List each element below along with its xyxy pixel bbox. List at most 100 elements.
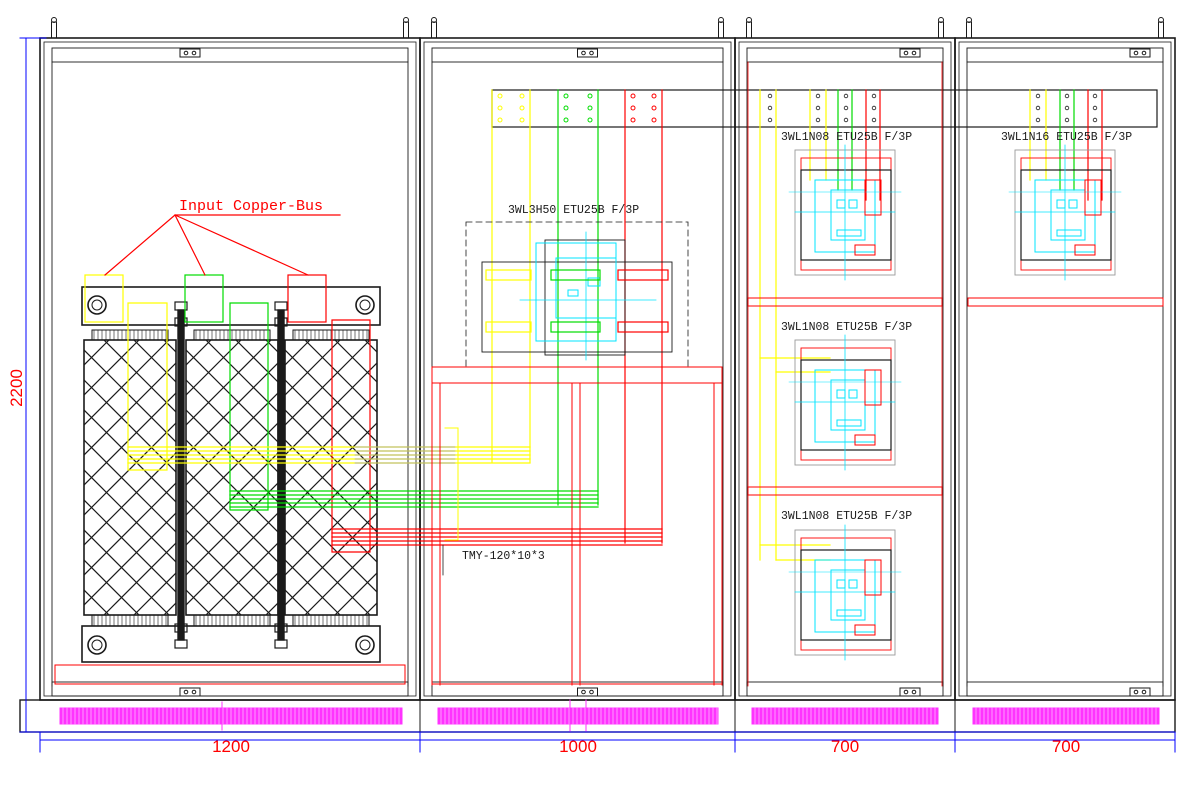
- fixing-plate: [577, 48, 598, 58]
- feeder-bolt: [1035, 93, 1041, 99]
- cabinet-bases: [19, 699, 1176, 733]
- lifting-eye-hole: [746, 17, 752, 23]
- hatch-line: [364, 340, 377, 353]
- feeder-bolt: [843, 105, 849, 111]
- hatch-line: [5, 340, 280, 615]
- feeder-terminal-red: [864, 179, 882, 216]
- hatch-line: [314, 340, 589, 615]
- riser-bolt: [497, 93, 503, 99]
- feeder-terminal-red: [854, 244, 876, 256]
- yoke-hole: [87, 295, 107, 315]
- hatch-line: [0, 340, 250, 615]
- nut: [174, 623, 188, 633]
- feeder-bolt: [767, 105, 773, 111]
- bolt: [581, 50, 586, 56]
- riser-bolt: [630, 117, 636, 123]
- riser-bolt: [630, 105, 636, 111]
- feeder-terminal-red: [1084, 179, 1102, 216]
- feeder-terminal-red: [854, 624, 876, 636]
- hatch-line: [404, 340, 679, 615]
- feeder-breaker-body: [800, 169, 892, 261]
- hatch-line: [344, 340, 619, 615]
- hatch-line: [84, 512, 176, 606]
- feeder-bolt: [767, 93, 773, 99]
- hatch-line: [205, 340, 278, 413]
- hatch-line: [0, 340, 250, 615]
- feeder-breaker-cyan-inner: [830, 379, 866, 431]
- terminal-a: [84, 274, 124, 323]
- feeder-bolt: [815, 117, 821, 123]
- width-dimension-3: 700: [831, 737, 859, 756]
- yoke-hole: [355, 295, 375, 315]
- nut: [174, 301, 188, 311]
- main-breaker-detail: [587, 277, 601, 287]
- feeder-breaker-detail: [836, 389, 846, 399]
- lifting-eye: [938, 21, 944, 39]
- riser-bolt: [519, 93, 525, 99]
- hatch-line: [285, 499, 377, 593]
- hatch-line: [285, 452, 377, 546]
- hatch-line: [84, 559, 140, 615]
- lifting-eye-hole: [966, 17, 972, 23]
- feeder-bolt: [1092, 117, 1098, 123]
- hatch-line: [605, 340, 880, 615]
- feeder-a-drop: [759, 89, 777, 561]
- main-terminal-b-top: [550, 269, 601, 281]
- feeder-bolt: [815, 93, 821, 99]
- hatch-line: [404, 340, 679, 615]
- main-breaker-core: [544, 239, 626, 356]
- hatch-line: [84, 362, 176, 456]
- cabinet-inner-line: [423, 41, 732, 697]
- feeder-breaker-detail: [836, 609, 862, 617]
- riser-bolt: [563, 105, 569, 111]
- breakers: [431, 61, 1164, 687]
- bolt: [903, 50, 909, 56]
- hatch-line: [545, 340, 820, 615]
- hatch-line: [536, 340, 811, 615]
- hatch-line: [254, 340, 529, 615]
- nut: [274, 301, 288, 311]
- hatch-line: [566, 340, 841, 615]
- feeder-terminal-red: [1074, 244, 1096, 256]
- bolt: [589, 50, 594, 56]
- top-rail: [51, 47, 409, 63]
- hatch-line: [566, 340, 841, 615]
- feeder-bolt: [843, 93, 849, 99]
- yoke-hole-inner: [91, 299, 103, 311]
- transformer: [0, 286, 880, 663]
- riser-bolt: [519, 117, 525, 123]
- hatch-line: [425, 340, 700, 615]
- nut: [174, 639, 188, 649]
- main-terminal-c-top: [617, 269, 669, 281]
- bolt: [191, 689, 197, 695]
- lifting-eye-hole: [51, 17, 57, 23]
- bolt: [581, 689, 586, 695]
- riser-bolt: [630, 93, 636, 99]
- feeder-breaker-detail: [1056, 229, 1082, 237]
- yoke-hole-inner: [359, 639, 371, 651]
- hatch-line: [84, 482, 176, 576]
- tie-rod: [277, 309, 285, 641]
- top-rail: [431, 47, 724, 63]
- bolt: [183, 689, 189, 695]
- cab2-red-posts: [431, 382, 723, 686]
- yoke-hole: [87, 635, 107, 655]
- label-leader: [104, 214, 341, 276]
- hatch-line: [374, 340, 649, 615]
- hatch-line: [575, 340, 850, 615]
- hatch-line: [285, 422, 377, 516]
- run-bend: [444, 427, 459, 541]
- yoke-hole: [355, 635, 375, 655]
- riser-bolt: [651, 105, 657, 111]
- hatch-line: [464, 340, 739, 615]
- hatch-line: [285, 392, 377, 486]
- hatch-line: [395, 340, 670, 615]
- vent-strip: [751, 707, 939, 725]
- riser-bolt: [563, 117, 569, 123]
- fixing-plate: [899, 48, 921, 58]
- main-breaker-detail: [567, 289, 579, 297]
- shelf-red: [747, 297, 943, 307]
- feeder-terminal-red: [864, 559, 882, 596]
- hatch-line: [356, 340, 631, 615]
